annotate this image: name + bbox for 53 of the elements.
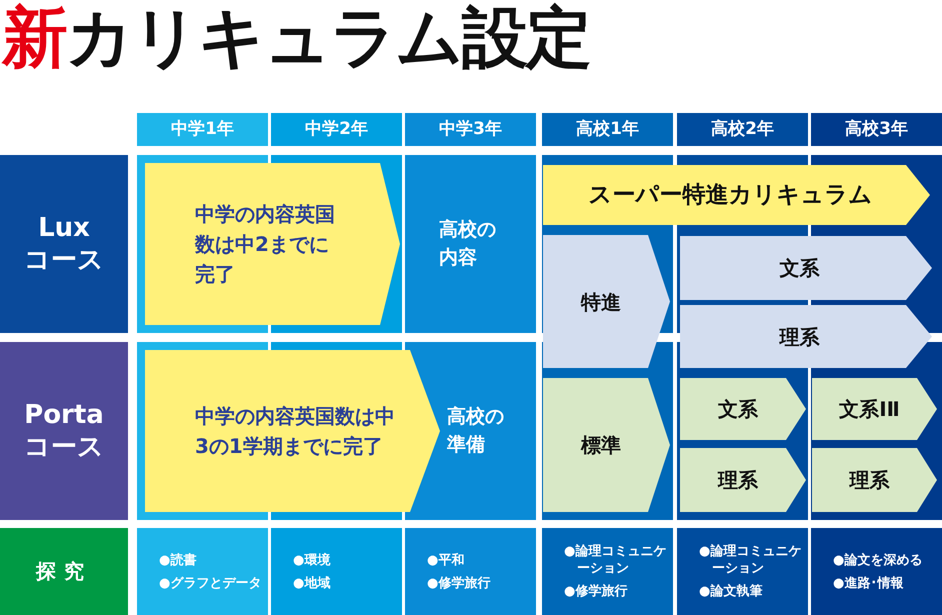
chevron-shape [680, 305, 932, 368]
list-item: ●修学旅行 [564, 583, 628, 600]
list-item: ●論文執筆 [699, 583, 764, 600]
row-header: Porta コース [0, 342, 128, 520]
list-item: ●平和 [427, 552, 466, 568]
chevron-shape [543, 235, 670, 368]
chevron-shape [680, 378, 806, 440]
column-header: 高校3年 [811, 113, 942, 146]
column-header: 高校1年 [542, 113, 673, 146]
column-header: 中学2年 [271, 113, 402, 146]
chevron-label: スーパー特進カリキュラム [588, 180, 874, 210]
chevron-shape [543, 378, 670, 512]
row-header: 探究 [0, 528, 128, 615]
chevron-label: 特進 [580, 288, 622, 316]
column-header: 中学1年 [137, 113, 268, 146]
column-header: 高校2年 [677, 113, 808, 146]
chevron-label: 理系 [778, 324, 820, 350]
list-item: ●地域 [293, 574, 332, 592]
list-item: ●読書 [159, 552, 198, 568]
list-item: ●論理コミュニケーション [564, 543, 668, 577]
chevron-label: 中学の内容英国数は中2までに完了 [195, 201, 336, 288]
chevron-shape [680, 236, 932, 300]
cell-text: 高校の内容 [439, 217, 497, 270]
table-cell [677, 528, 808, 615]
chevron-label: 文系 [717, 396, 759, 423]
chevron-label: 中学の内容英国数は中3の1学期までに完了 [195, 403, 396, 460]
row-header: Lux コース [0, 155, 128, 333]
chevron-shape [680, 448, 806, 512]
table-cell [542, 528, 673, 615]
title: 新カリキュラム設定 [2, 2, 590, 75]
cell-text: 高校の準備 [447, 404, 505, 457]
table-cell [811, 528, 942, 615]
chevron-shape [145, 163, 400, 325]
list-item: ●論文を深める [833, 552, 924, 568]
chevron-shape [812, 378, 937, 440]
table-cell [405, 155, 536, 333]
table-cell [271, 528, 402, 615]
table-cell [405, 528, 536, 615]
chevron-label: 標準 [580, 432, 622, 459]
chevron-label: 文系 [778, 255, 820, 282]
list-item: ●環境 [293, 552, 332, 568]
list-item: ●進路･情報 [833, 574, 904, 592]
chevron-label: 理系 [848, 467, 890, 494]
column-header: 中学3年 [405, 113, 536, 146]
list-item: ●修学旅行 [427, 574, 492, 592]
chevron-shape [145, 350, 440, 512]
chevron-label: 文系ⅠⅡ [838, 396, 901, 423]
chevron-label: 理系 [716, 467, 759, 494]
table-cell [137, 528, 268, 615]
list-item: ●論理コミュニケーション [699, 543, 802, 577]
chevron-shape [812, 448, 937, 512]
chevron-shape [543, 165, 930, 225]
list-item: ●グラフとデータ [159, 574, 262, 592]
